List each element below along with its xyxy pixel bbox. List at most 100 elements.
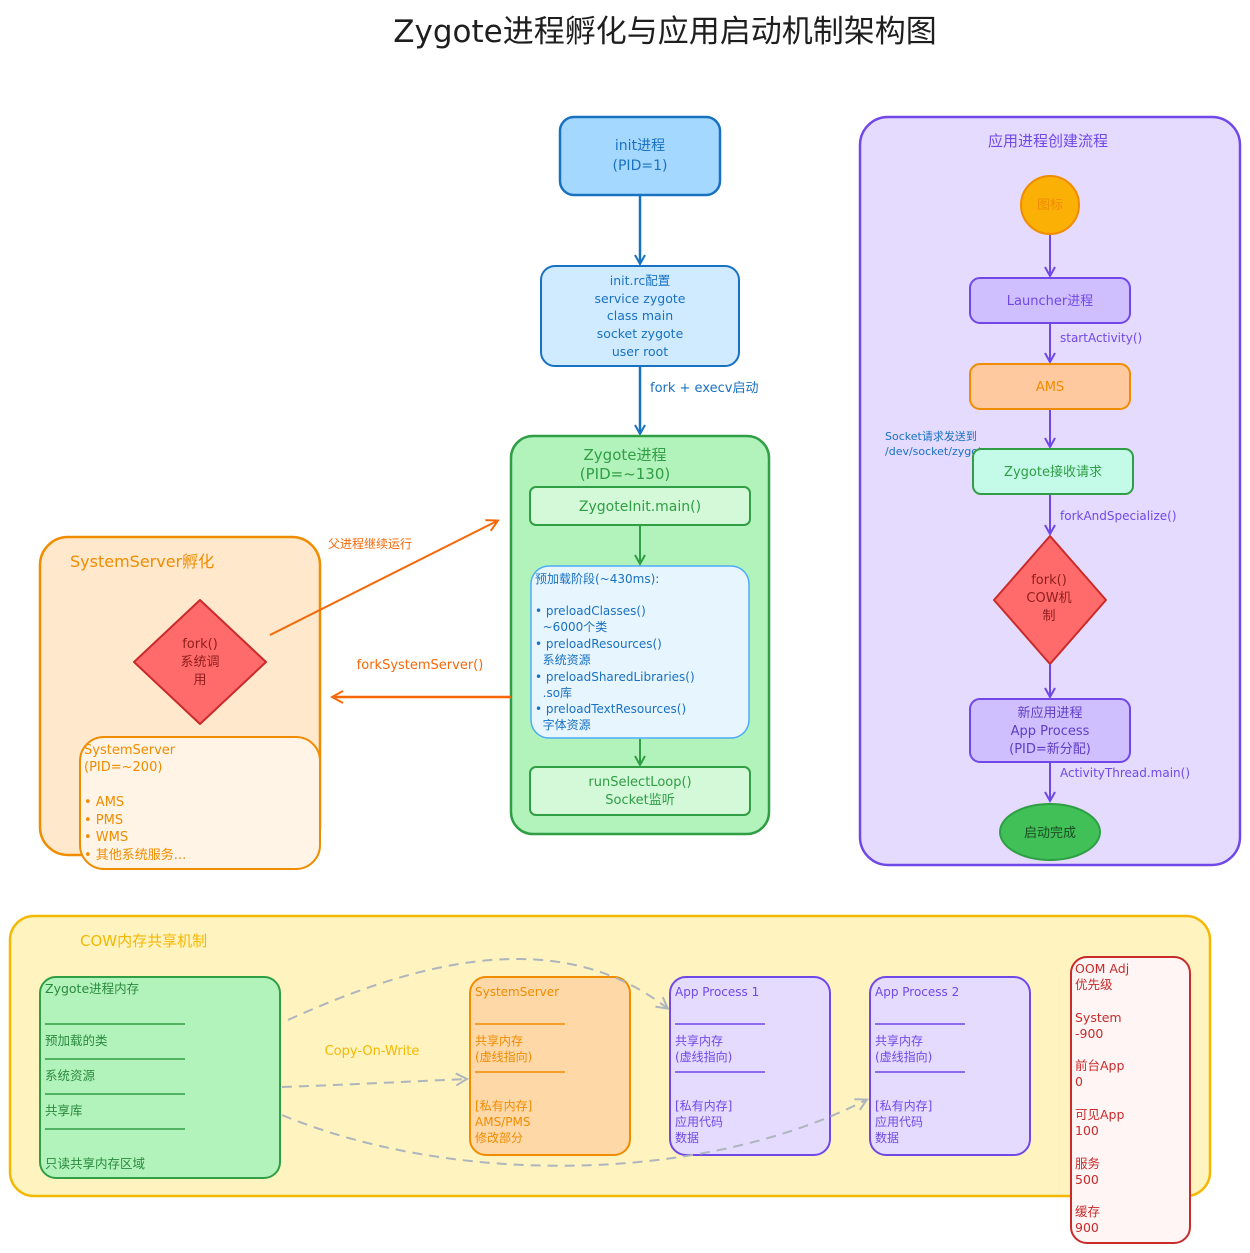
oom-line: System [1075, 1010, 1122, 1025]
done-label: 启动完成 [1024, 826, 1076, 841]
new-app-line3: (PID=新分配) [1009, 741, 1091, 757]
cow-arrow-to-ss [281, 1079, 466, 1088]
preload-line: • preloadTextResources() [535, 702, 686, 716]
preload-line: .so库 [535, 685, 572, 700]
init-node [558, 115, 722, 197]
ss-mem-private: 修改部分 [475, 1130, 523, 1145]
systemserver-group-title: SystemServer孵化 [70, 552, 214, 571]
cow-edge-label: Copy-On-Write [325, 1044, 420, 1059]
new-app-node [969, 698, 1131, 763]
initrc-line: init.rc配置 [610, 273, 670, 288]
initrc-line: class main [607, 308, 673, 323]
oom-line: 缓存 [1075, 1204, 1100, 1219]
preload-line: • preloadClasses() [535, 604, 646, 618]
app-icon-label: 图标 [1037, 198, 1063, 213]
preload-line: • preloadSharedLibraries() [535, 670, 695, 684]
zygote-mem-item: 共享库 [45, 1103, 83, 1118]
cow-arrow-to-app2 [281, 1100, 866, 1167]
app2-mem-node [869, 976, 1031, 1156]
new-app-line2: App Process [1011, 724, 1090, 739]
zygote-mem-item: 系统资源 [45, 1068, 96, 1083]
ss-mem-text: SystemServer 共享内存 (虚线指向) [私有内存] AMS/PMS … [475, 985, 565, 1145]
edge-socket-line2: /dev/socket/zygote [885, 445, 989, 458]
initrc-node [540, 265, 740, 367]
ams-label: AMS [1036, 380, 1064, 395]
edge-start-activity: startActivity() [1060, 331, 1142, 345]
oom-adj-text: OOM Adj 优先级 System -900 前台App 0 可见App 10… [1075, 961, 1129, 1235]
ss-mem-shared: (虚线指向) [475, 1049, 532, 1064]
preload-line: ~6000个类 [535, 620, 607, 634]
zygote-init-main-label: ZygoteInit.main() [579, 499, 701, 515]
ss-mem-title: SystemServer [475, 985, 559, 999]
oom-adj-node [1070, 956, 1191, 1244]
zygote-recv-node [972, 448, 1134, 495]
app-flow-title: 应用进程创建流程 [988, 132, 1108, 150]
zygote-mem-footer: 只读共享内存区域 [45, 1156, 145, 1171]
app1-mem-title: App Process 1 [675, 985, 759, 999]
launcher-node [969, 277, 1131, 324]
app2-mem-title: App Process 2 [875, 985, 959, 999]
preload-text: 预加载阶段(~430ms): • preloadClasses() ~6000个… [535, 571, 695, 732]
preload-line: • preloadResources() [535, 637, 662, 651]
zygote-recv-label: Zygote接收请求 [1004, 464, 1102, 480]
systemserver-box-text: SystemServer (PID=~200) • AMS • PMS • WM… [84, 743, 186, 863]
oom-line: 0 [1075, 1074, 1083, 1089]
app2-mem-private: [私有内存] [875, 1099, 932, 1113]
ss-line: • PMS [84, 813, 123, 828]
select-loop-node [529, 766, 751, 816]
app1-mem-shared: (虚线指向) [675, 1049, 732, 1064]
ss-mem-private: AMS/PMS [475, 1115, 530, 1129]
ss-fork-diamond [133, 599, 267, 725]
app-icon-node [1020, 175, 1080, 235]
init-line2: (PID=1) [613, 158, 668, 174]
select-loop-line2: Socket监听 [605, 793, 675, 808]
app2-mem-private: 数据 [875, 1130, 899, 1145]
launcher-label: Launcher进程 [1007, 294, 1093, 309]
ams-node [969, 363, 1131, 410]
oom-line: 前台App [1075, 1058, 1124, 1073]
app2-mem-shared: (虚线指向) [875, 1049, 932, 1064]
initrc-text: init.rc配置 service zygote class main sock… [595, 273, 686, 359]
app1-mem-node [669, 976, 831, 1156]
edge-activity-thread: ActivityThread.main() [1060, 766, 1190, 780]
app-flow-group: 应用进程创建流程 图标 Launcher进程 startActivity() A… [858, 115, 1242, 867]
ss-line: • 其他系统服务... [84, 847, 186, 863]
diagram-title: Zygote进程孵化与应用启动机制架构图 [393, 14, 936, 50]
zygote-group: Zygote进程 (PID=~130) ZygoteInit.main() 预加… [509, 434, 771, 836]
done-node [999, 803, 1101, 861]
zygote-mem-title: Zygote进程内存 [45, 981, 139, 996]
oom-line: OOM Adj [1075, 961, 1129, 976]
edge-fork-specialize: forkAndSpecialize() [1060, 509, 1177, 523]
zygote-mem-node [39, 976, 281, 1179]
app1-mem-private: 数据 [675, 1130, 699, 1145]
ss-fork-line2: 系统调 [180, 655, 219, 670]
edge-fork-system-server: forkSystemServer() [357, 658, 484, 673]
app1-mem-text: App Process 1 共享内存 (虚线指向) [私有内存] 应用代码 数据 [675, 985, 765, 1145]
app-fork-line3: 制 [1042, 609, 1055, 624]
zygote-mem-item: 预加载的类 [45, 1033, 108, 1048]
app-fork-line1: fork() [1031, 573, 1067, 588]
app2-mem-text: App Process 2 共享内存 (虚线指向) [私有内存] 应用代码 数据 [875, 985, 965, 1145]
init-line1: init进程 [615, 138, 665, 154]
initrc-line: user root [612, 344, 668, 359]
systemserver-group: SystemServer孵化 fork() 系统调 用 SystemServer… [38, 535, 322, 870]
ss-mem-shared: 共享内存 [475, 1033, 523, 1048]
oom-line: 900 [1075, 1220, 1099, 1235]
edge-parent-continue-arrow [269, 521, 497, 636]
preload-node [530, 565, 750, 739]
preload-line: 预加载阶段(~430ms): [535, 571, 659, 586]
zygote-mem-text: Zygote进程内存 预加载的类 系统资源 共享库 只读共享内存区域 [45, 981, 185, 1171]
app1-mem-shared: 共享内存 [675, 1033, 723, 1048]
systemserver-box [79, 736, 321, 870]
select-loop-line1: runSelectLoop() [588, 775, 691, 790]
new-app-line1: 新应用进程 [1017, 705, 1082, 721]
ss-line: • AMS [84, 795, 124, 810]
cow-arrow-to-app1 [287, 957, 667, 1021]
app-fork-line2: COW机 [1026, 591, 1071, 606]
preload-line: 系统资源 [535, 653, 591, 667]
oom-line: -900 [1075, 1026, 1103, 1041]
app1-mem-private: [私有内存] [675, 1099, 732, 1113]
oom-line: 500 [1075, 1172, 1099, 1187]
ss-mem-node [469, 976, 631, 1156]
